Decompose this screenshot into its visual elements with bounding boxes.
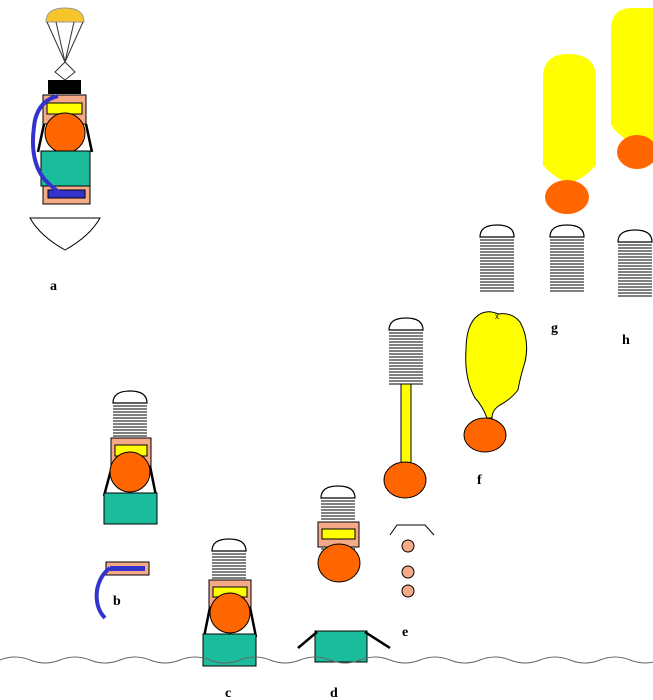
payload-sphere xyxy=(209,592,251,634)
ballast-3 xyxy=(401,584,415,598)
stage-f-assembly: x f xyxy=(463,311,528,488)
parachute-lines xyxy=(46,21,84,81)
inflating-balloon xyxy=(465,311,528,419)
payload-sphere-h xyxy=(617,135,653,169)
yellow-band xyxy=(321,528,356,540)
float-body xyxy=(202,633,257,667)
drogue-cone xyxy=(389,524,435,536)
drogue-cone xyxy=(29,217,101,251)
float-body xyxy=(40,150,91,187)
payload-sphere xyxy=(44,112,86,154)
parachute-canopy xyxy=(45,7,85,23)
svg-text:x: x xyxy=(495,312,499,321)
inflated-balloon-g xyxy=(543,54,596,182)
payload-sphere xyxy=(109,451,151,493)
stage-a-parachute-assembly: a xyxy=(29,7,101,294)
stage-d-assembly: d xyxy=(297,485,391,700)
label-d: d xyxy=(330,686,338,700)
yellow-band xyxy=(46,102,83,115)
payload-sphere-g xyxy=(545,180,589,214)
float-body xyxy=(103,492,158,525)
label-a: a xyxy=(50,279,57,294)
stage-c-assembly: c xyxy=(202,538,258,700)
ballast-1 xyxy=(401,539,415,553)
tether-cable xyxy=(94,566,112,620)
payload-sphere xyxy=(383,461,427,499)
float-body xyxy=(314,630,368,663)
stage-h-assembly: h xyxy=(611,8,653,348)
stage-b-assembly: b xyxy=(94,390,158,620)
stage-e-assembly: e xyxy=(383,317,435,640)
label-h: h xyxy=(622,333,630,348)
stage-g-assembly: g xyxy=(479,54,596,336)
inflated-balloon-h xyxy=(611,8,653,152)
payload-sphere xyxy=(463,417,507,453)
label-b: b xyxy=(113,594,121,609)
label-c: c xyxy=(225,686,231,700)
label-f: f xyxy=(477,473,482,488)
cable-reel xyxy=(47,189,86,199)
sea-surface-wave xyxy=(0,656,653,664)
ballast-2 xyxy=(401,565,415,579)
top-cap xyxy=(48,80,81,94)
riser-tube xyxy=(400,383,412,467)
payload-sphere xyxy=(317,543,361,583)
tether-cable xyxy=(31,94,64,196)
label-g: g xyxy=(551,321,558,336)
label-e: e xyxy=(402,625,408,640)
